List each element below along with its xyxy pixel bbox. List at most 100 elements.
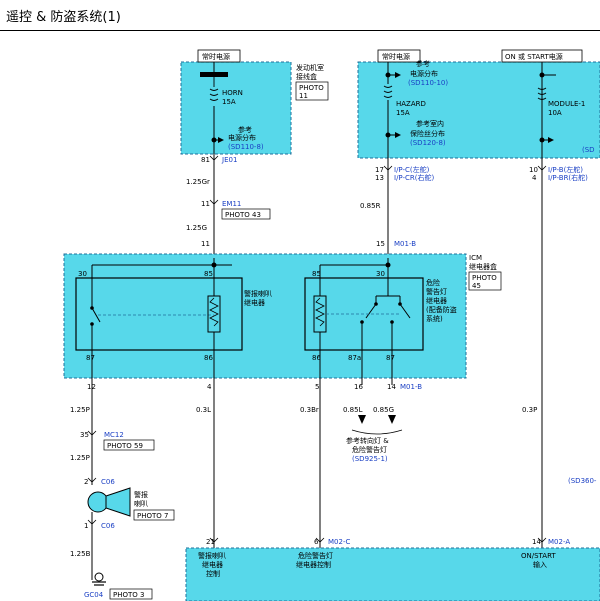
pin-1-c06: 1	[84, 522, 88, 530]
relay2-blade-left	[365, 303, 377, 319]
ground-icon-ring	[94, 572, 104, 582]
relay1-pin30: 30	[78, 270, 87, 278]
hazard-fuse-rating: 15A	[396, 109, 410, 117]
ref-sd360-cut: (SD360-	[568, 477, 597, 485]
connector-m01b-top: M01-B	[394, 240, 416, 248]
horn-relay-outline	[75, 277, 243, 351]
photo-45-text-2: 45	[472, 282, 481, 290]
fuse-box-left: 常时电源 HORN 15A 参考 电源分布 (SD110-8) 发动机室 接线盒…	[180, 49, 329, 155]
photo-59-text: PHOTO 59	[107, 442, 143, 450]
relay1-coil-zigzag	[209, 297, 219, 327]
ground-icon	[92, 572, 106, 586]
horn-fuse-rating: 15A	[222, 98, 236, 106]
pin-4-lower: 4	[207, 383, 212, 391]
fuse-box-left-label-2: 接线盒	[296, 72, 317, 81]
hazard-relay-name-2: 警告灯	[426, 287, 447, 296]
fuse-box-left-body	[180, 61, 292, 155]
ref-arrow-1	[395, 72, 401, 78]
constant-power-header-right	[377, 49, 421, 63]
ref1-code: (SD110-10)	[408, 79, 448, 87]
pin-35: 35	[80, 431, 89, 439]
wire-1.25g: 1.25G	[186, 224, 207, 232]
ref-arrow-3	[548, 137, 554, 143]
pin-14: 14	[387, 383, 396, 391]
icm-code: ICM	[469, 254, 482, 262]
relay2-pin87a: 87a	[348, 354, 361, 362]
wire-1.25p: 1.25P	[70, 406, 90, 414]
photo-45-text-1: PHOTO	[472, 274, 497, 282]
connector-mc12: MC12	[104, 431, 124, 439]
horn-bell	[105, 487, 131, 517]
connector-chevron	[87, 477, 97, 483]
connector-chevron	[87, 519, 97, 525]
photo-3-box	[109, 588, 153, 600]
hazard-relay-name-5: 系统)	[426, 314, 443, 323]
wire-1.25b: 1.25B	[70, 550, 91, 558]
connector-m01b-low: M01-B	[400, 383, 422, 391]
fuse-box-right: 常时电源 ON 或 START电源 参考 电源分布 (SD110-10) HAZ…	[357, 49, 600, 159]
pin-16: 16	[354, 383, 363, 391]
ground-gc04: GC04	[84, 591, 104, 599]
relay2-coil-zigzag	[315, 297, 325, 327]
relay1-pin86: 86	[204, 354, 213, 362]
ref2-title: 参考室内	[416, 119, 444, 128]
wire-0.3br: 0.3Br	[300, 406, 319, 414]
photo-45-box	[468, 271, 502, 291]
pin-13: 13	[375, 174, 384, 182]
relay2-pin86: 86	[312, 354, 321, 362]
ref2-code: (SD120-8)	[410, 139, 446, 147]
bottom-module-body	[185, 547, 600, 601]
pin-10: 10	[529, 166, 538, 174]
bottom-module: 21 6 M02-C 14 M02-A 警报喇叭 继电器 控制 危险警告灯 继电…	[185, 537, 600, 601]
wire-0.85r: 0.85R	[360, 202, 381, 210]
connector-chevron	[209, 199, 219, 205]
horn-relay-name-1: 警报喇叭	[244, 289, 272, 298]
wire-0.3p: 0.3P	[522, 406, 537, 414]
horn-fuse-name: HORN	[222, 89, 243, 97]
ref-hazard-lamp: 危险警告灯	[352, 445, 387, 454]
connector-chevron	[209, 537, 219, 543]
ref-turn-lamp: 参考转向灯 &	[346, 436, 389, 445]
photo-11-text-1: PHOTO	[299, 84, 324, 92]
connector-chevron	[537, 537, 547, 543]
connector-chevron	[209, 155, 219, 161]
arrow-87	[388, 415, 396, 424]
photo-7-box	[133, 509, 175, 521]
ref-brace	[351, 429, 403, 435]
connector-m02c: M02-C	[328, 538, 350, 546]
wire-0.3l: 0.3L	[196, 406, 211, 414]
connector-chevron	[315, 537, 325, 543]
bottom-label3-1: ON/START	[521, 552, 556, 560]
connector-em11: EM11	[222, 200, 241, 208]
constant-power-header-right-text: 常时电源	[382, 52, 410, 61]
title-bar: 遥控 & 防盗系统(1)	[0, 0, 600, 31]
horn-label-1: 警报	[134, 490, 148, 499]
lower-wiring: 12 4 5 16 14 M01-B 1.25P 0.3L 0.3Br 0.85…	[70, 383, 597, 600]
pin-5: 5	[315, 383, 319, 391]
pin-4: 4	[532, 174, 537, 182]
horn-symbol	[87, 487, 131, 517]
module-fuse-rating: 10A	[548, 109, 562, 117]
pin-12: 12	[87, 383, 96, 391]
wire-1.25gr: 1.25Gr	[186, 178, 210, 186]
ref-left-code: (SD110-8)	[228, 143, 264, 151]
ref2-sub: 保险丝分布	[410, 129, 445, 138]
fuse-box-right-body	[357, 61, 600, 159]
relay2-blade-right	[399, 303, 411, 319]
wire-1.25p-2: 1.25P	[70, 454, 90, 462]
horn-relay-name-2: 继电器	[244, 298, 265, 307]
constant-power-header-left-text: 常时电源	[202, 52, 230, 61]
bottom-label1-2: 继电器	[202, 560, 223, 569]
photo-11-box	[295, 81, 329, 101]
bottom-label1-1: 警报喇叭	[198, 551, 226, 560]
connector-je01: JE01	[221, 156, 237, 164]
on-start-power-header-text: ON 或 START电源	[505, 52, 563, 61]
pin-81: 81	[201, 156, 210, 164]
pin-2-c06: 2	[84, 478, 88, 486]
upper-wiring: 81 JE01 1.25Gr 11 EM11 PHOTO 43 1.25G 11…	[186, 154, 588, 548]
module-fuse-symbol	[537, 87, 547, 100]
horn-fuse-symbol	[209, 77, 219, 101]
connector-chevron	[383, 165, 393, 171]
ref-left-sub: 电源分布	[228, 133, 256, 142]
relay2-pin30: 30	[376, 270, 385, 278]
